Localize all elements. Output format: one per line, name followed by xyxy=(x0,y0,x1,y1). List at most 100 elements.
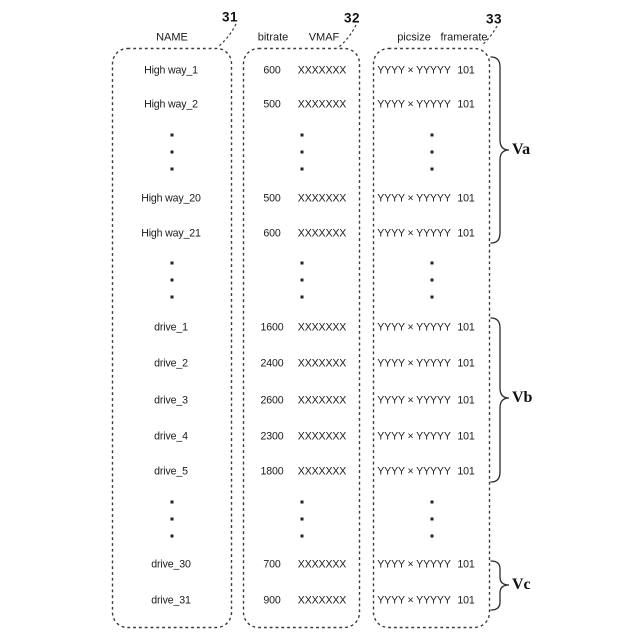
ellipsis-dot xyxy=(430,261,433,265)
row-name-cell: drive_4 xyxy=(154,430,188,443)
ellipsis-dot xyxy=(430,133,433,137)
row-picsize-cell: YYYY × YYYYY xyxy=(377,558,451,571)
leader-line-31 xyxy=(218,23,237,47)
row-name-cell: High way_2 xyxy=(144,98,198,111)
ref-label-32: 32 xyxy=(343,10,361,26)
column-header-vmaf: VMAF xyxy=(308,31,340,44)
ellipsis-dot xyxy=(170,133,174,137)
row-name-cell: drive_31 xyxy=(151,594,191,607)
group-label-vb: Vb xyxy=(512,389,533,406)
row-bitrate-cell: 2600 xyxy=(260,394,284,407)
row-bitrate-cell: 600 xyxy=(263,227,281,240)
row-vmaf-cell: XXXXXXX xyxy=(297,98,347,111)
row-bitrate-cell: 600 xyxy=(263,64,281,77)
row-picsize-cell: YYYY × YYYYY xyxy=(377,430,451,443)
row-bitrate-cell: 1800 xyxy=(260,465,284,478)
ellipsis-dot xyxy=(170,517,174,521)
row-vmaf-cell: XXXXXXX xyxy=(297,227,347,240)
ellipsis-dot xyxy=(300,278,303,282)
column-header-picsize: picsize xyxy=(397,31,431,44)
row-vmaf-cell: XXXXXXX xyxy=(297,594,347,607)
brace-vb xyxy=(490,317,510,483)
row-picsize-cell: YYYY × YYYYY xyxy=(377,465,451,478)
row-name-cell: drive_3 xyxy=(154,394,188,407)
ref-label-31: 31 xyxy=(221,9,239,25)
ellipsis-dot xyxy=(430,278,433,282)
ellipsis-dot xyxy=(170,261,174,265)
ellipsis-dot xyxy=(300,500,303,504)
row-name-cell: High way_20 xyxy=(141,192,201,205)
row-vmaf-cell: XXXXXXX xyxy=(297,357,347,370)
ellipsis-dot xyxy=(430,517,433,521)
column-header-framerate: framerate xyxy=(440,31,488,44)
ellipsis-dot xyxy=(430,534,433,538)
column-header-name: NAME xyxy=(156,31,188,44)
ellipsis-dot xyxy=(300,167,303,171)
row-name-cell: drive_30 xyxy=(151,558,191,571)
picsize-framerate-column-box xyxy=(372,47,491,629)
ellipsis-dot xyxy=(430,167,433,171)
row-framerate-cell: 101 xyxy=(457,321,475,334)
leader-line-32 xyxy=(338,24,357,48)
row-name-cell: drive_1 xyxy=(154,321,188,334)
row-bitrate-cell: 900 xyxy=(263,594,281,607)
row-vmaf-cell: XXXXXXX xyxy=(297,64,347,77)
row-vmaf-cell: XXXXXXX xyxy=(297,394,347,407)
row-framerate-cell: 101 xyxy=(457,64,475,77)
row-picsize-cell: YYYY × YYYYY xyxy=(377,357,451,370)
row-vmaf-cell: XXXXXXX xyxy=(297,465,347,478)
row-picsize-cell: YYYY × YYYYY xyxy=(377,192,451,205)
ellipsis-dot xyxy=(170,295,174,299)
ref-label-33: 33 xyxy=(485,11,503,27)
ellipsis-dot xyxy=(430,150,433,154)
row-picsize-cell: YYYY × YYYYY xyxy=(377,227,451,240)
row-name-cell: High way_1 xyxy=(144,64,198,77)
row-picsize-cell: YYYY × YYYYY xyxy=(377,98,451,111)
row-name-cell: drive_2 xyxy=(154,357,188,370)
ellipsis-dot xyxy=(300,295,303,299)
row-framerate-cell: 101 xyxy=(457,192,475,205)
ellipsis-dot xyxy=(300,261,303,265)
ellipsis-dot xyxy=(170,167,174,171)
row-picsize-cell: YYYY × YYYYY xyxy=(377,594,451,607)
ellipsis-dot xyxy=(170,500,174,504)
row-bitrate-cell: 500 xyxy=(263,192,281,205)
row-bitrate-cell: 2300 xyxy=(260,430,284,443)
ellipsis-dot xyxy=(300,534,303,538)
row-bitrate-cell: 1600 xyxy=(260,321,284,334)
row-framerate-cell: 101 xyxy=(457,430,475,443)
bitrate-vmaf-column-box xyxy=(242,47,361,629)
row-bitrate-cell: 2400 xyxy=(260,357,284,370)
ellipsis-dot xyxy=(170,534,174,538)
row-vmaf-cell: XXXXXXX xyxy=(297,321,347,334)
ellipsis-dot xyxy=(300,150,303,154)
ellipsis-dot xyxy=(430,295,433,299)
row-framerate-cell: 101 xyxy=(457,594,475,607)
row-bitrate-cell: 500 xyxy=(263,98,281,111)
ellipsis-dot xyxy=(170,150,174,154)
brace-va xyxy=(490,56,510,244)
brace-vc xyxy=(490,560,510,611)
row-framerate-cell: 101 xyxy=(457,357,475,370)
row-name-cell: drive_5 xyxy=(154,465,188,478)
leader-line-33 xyxy=(481,25,498,46)
row-vmaf-cell: XXXXXXX xyxy=(297,192,347,205)
row-picsize-cell: YYYY × YYYYY xyxy=(377,321,451,334)
row-framerate-cell: 101 xyxy=(457,394,475,407)
group-label-vc: Vc xyxy=(512,576,531,593)
row-bitrate-cell: 700 xyxy=(263,558,281,571)
row-framerate-cell: 101 xyxy=(457,227,475,240)
ellipsis-dot xyxy=(300,133,303,137)
ellipsis-dot xyxy=(300,517,303,521)
row-picsize-cell: YYYY × YYYYY xyxy=(377,64,451,77)
group-label-va: Va xyxy=(512,141,531,158)
ellipsis-dot xyxy=(170,278,174,282)
row-vmaf-cell: XXXXXXX xyxy=(297,558,347,571)
row-picsize-cell: YYYY × YYYYY xyxy=(377,394,451,407)
row-framerate-cell: 101 xyxy=(457,98,475,111)
row-vmaf-cell: XXXXXXX xyxy=(297,430,347,443)
ellipsis-dot xyxy=(430,500,433,504)
row-framerate-cell: 101 xyxy=(457,558,475,571)
